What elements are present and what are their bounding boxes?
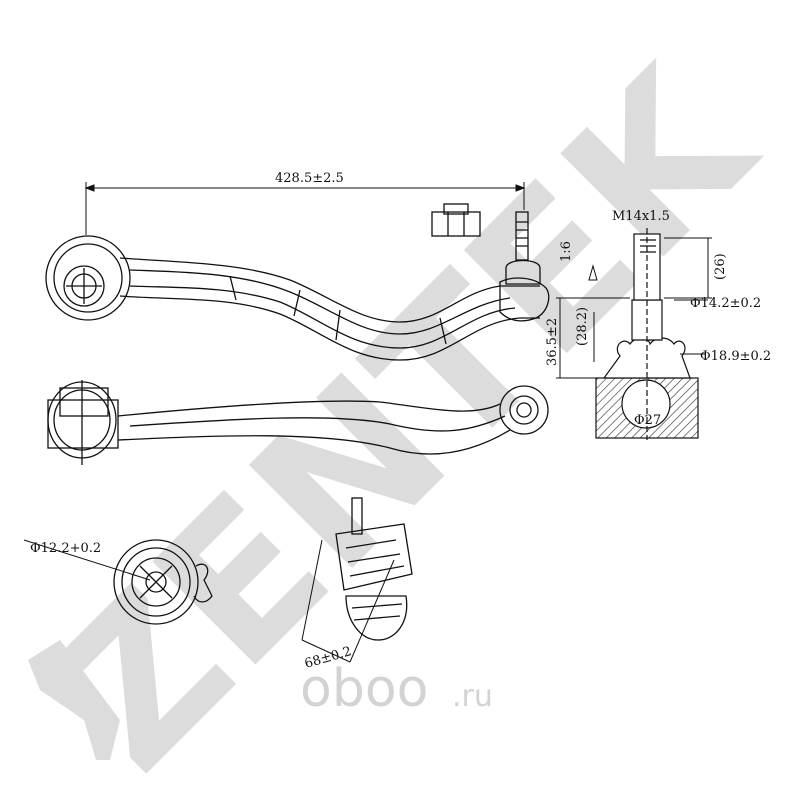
bushing-detail bbox=[23, 539, 213, 625]
watermark-site: oboo .ru bbox=[300, 659, 493, 719]
label-dia-27: Φ27 bbox=[634, 413, 661, 428]
arm-side-view bbox=[47, 380, 549, 465]
label-thread: M14x1.5 bbox=[612, 209, 670, 224]
label-dim-26: (26) bbox=[713, 253, 728, 280]
label-dia-14-2: Φ14.2±0.2 bbox=[690, 296, 761, 311]
label-dim-36-5: 36.5±2 bbox=[545, 318, 560, 366]
label-dim-28-2: (28.2) bbox=[575, 307, 590, 346]
label-dia-12-2: Φ12.2+0.2 bbox=[30, 541, 101, 556]
end-view bbox=[301, 497, 413, 663]
section-dimension-lines bbox=[556, 237, 712, 379]
label-overall-length: 428.5±2.5 bbox=[275, 171, 344, 186]
watermark-site-domain: .ru bbox=[452, 679, 493, 714]
ball-joint-section bbox=[595, 228, 699, 440]
ball bbox=[621, 379, 671, 429]
watermark-site-name: oboo bbox=[300, 659, 428, 719]
label-dia-18-9: Φ18.9±0.2 bbox=[700, 349, 771, 364]
watermark-chevron bbox=[28, 640, 120, 760]
dim-overall-length bbox=[84, 182, 526, 235]
label-taper: 1:6 bbox=[559, 241, 574, 262]
arm-top-view bbox=[45, 203, 550, 361]
